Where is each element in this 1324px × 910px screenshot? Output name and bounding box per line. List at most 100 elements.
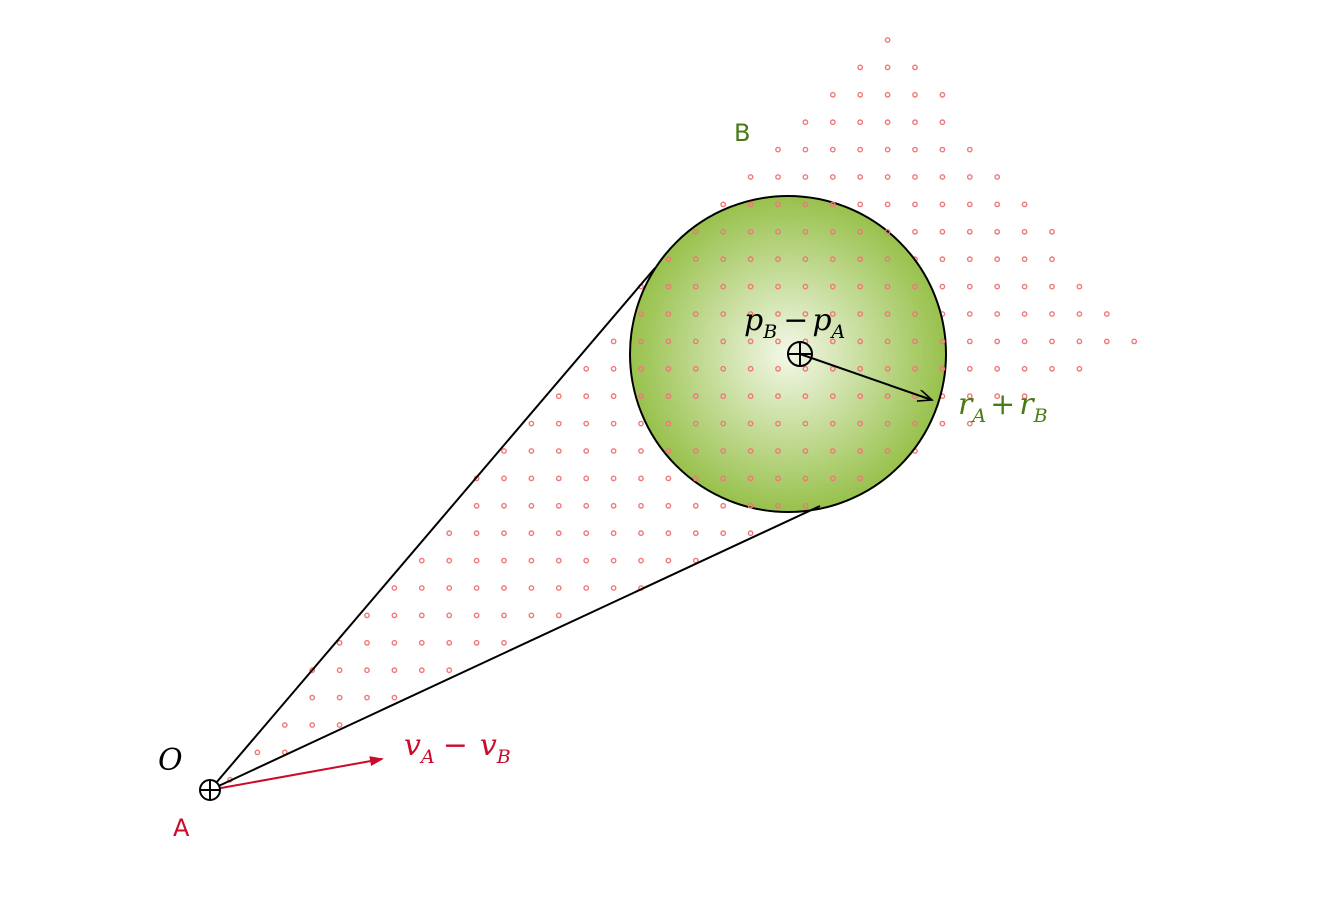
hatch-dot (802, 228, 809, 235)
hatch-dot (857, 311, 864, 317)
hatch-dot (912, 420, 918, 427)
hatch-dot (966, 201, 973, 208)
hatch-dot (473, 557, 480, 564)
hatch-dot (829, 420, 836, 427)
hatch-dot (966, 256, 973, 263)
hatch-dot (692, 228, 699, 235)
hatch-dot (884, 91, 891, 98)
hatch-dot (1021, 201, 1028, 208)
hatch-dot (857, 174, 864, 180)
hatch-dot (884, 365, 891, 372)
hatch-dot (912, 365, 918, 372)
hatch-dot (501, 557, 507, 564)
hatch-dot (966, 420, 973, 427)
hatch-dot (802, 393, 809, 400)
hatch-dot (720, 530, 727, 537)
hatch-dot (665, 502, 672, 509)
hatch-dot (966, 311, 973, 317)
hatch-dot (473, 585, 480, 591)
hatch-dot (747, 338, 754, 345)
hatch-dot (994, 338, 1001, 345)
relative-position-label: pB−pA (744, 303, 845, 343)
hatch-dot (829, 146, 836, 153)
hatch-dot (583, 420, 590, 427)
hatch-dot (884, 201, 891, 208)
hatch-dot (501, 448, 507, 454)
hatch-dot (665, 338, 672, 345)
hatch-dot (610, 448, 617, 454)
hatch-dot (1049, 338, 1055, 345)
hatch-dot (857, 201, 864, 208)
hatch-dot (555, 585, 562, 591)
origin-label: O (158, 743, 183, 778)
hatch-dot (555, 557, 562, 564)
hatch-dot (720, 393, 727, 400)
hatch-dot (884, 420, 891, 427)
hatch-dot (336, 639, 343, 646)
hatch-dot (555, 393, 562, 400)
hatch-dot (857, 256, 864, 263)
hatch-dot (610, 557, 617, 564)
hatch-dot (528, 448, 535, 454)
hatch-dot (528, 530, 535, 537)
hatch-dot (638, 365, 644, 372)
hatch-dot (939, 146, 946, 153)
hatch-dot (665, 365, 672, 372)
hatch-dot (1021, 393, 1028, 400)
hatch-dot (775, 201, 781, 208)
hatch-dot (309, 694, 316, 701)
hatch-dot (555, 502, 562, 509)
hatch-dot (884, 119, 891, 126)
hatch-dot (692, 393, 699, 400)
hatch-dot (665, 311, 672, 317)
hatch-dot (418, 612, 425, 619)
hatch-dot (501, 612, 507, 619)
hatch-dot (1131, 338, 1138, 345)
hatch-dot (583, 475, 590, 482)
hatch-dot (775, 365, 781, 372)
combined-radius-label: rA+rB (958, 387, 1048, 427)
cone-upper-edge (209, 267, 656, 791)
hatch-dot (884, 174, 891, 180)
hatch-dot (857, 146, 864, 153)
hatch-dot (720, 311, 727, 317)
hatch-dot (857, 119, 864, 126)
hatch-dot (692, 256, 699, 263)
hatch-dot (747, 174, 754, 180)
hatch-dot (829, 201, 836, 208)
hatch-dot (364, 694, 370, 701)
hatch-dot (418, 639, 425, 646)
hatch-dot (747, 475, 754, 482)
hatch-dot (966, 338, 973, 345)
hatch-dot (446, 530, 453, 537)
hatch-dot (309, 722, 316, 728)
hatch-dot (966, 228, 973, 235)
hatch-dot (884, 283, 891, 290)
hatch-dot (638, 530, 644, 537)
hatch-dot (939, 365, 946, 372)
hatch-dot (857, 365, 864, 372)
hatch-dot (747, 311, 754, 317)
circle-plus-icon (787, 341, 813, 367)
hatch-dot (336, 694, 343, 701)
hatch-dot (638, 393, 644, 400)
hatch-dot (1021, 338, 1028, 345)
hatch-dot (638, 311, 644, 317)
hatch-dot (1103, 338, 1110, 345)
hatch-dot (775, 393, 781, 400)
hatch-dot (884, 338, 891, 345)
hatch-dot (720, 475, 727, 482)
hatch-dot (857, 475, 864, 482)
hatch-dot (1076, 311, 1083, 317)
hatch-dot (775, 256, 781, 263)
hatch-dot (1021, 256, 1028, 263)
hatch-dot (1076, 338, 1083, 345)
hatch-dot (912, 338, 918, 345)
hatch-dot (884, 393, 891, 400)
hatch-dot (720, 256, 727, 263)
hatch-dot (775, 338, 781, 345)
hatch-dot (775, 420, 781, 427)
hatch-dot (802, 119, 809, 126)
combined-radius-arrow (799, 353, 932, 400)
hatch-dot (912, 201, 918, 208)
